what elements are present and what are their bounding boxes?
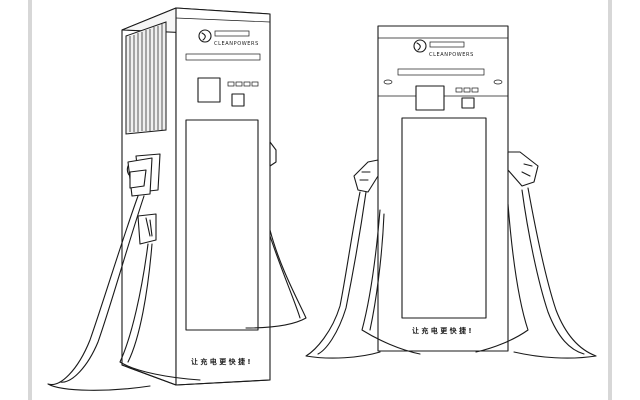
charger-front-slogan: 让充电更快捷! <box>412 326 474 335</box>
vent-grille <box>125 21 167 135</box>
charger-front-cables <box>305 187 597 359</box>
charger-front-small-screen <box>415 85 445 111</box>
charger-front-right-connector <box>507 151 539 187</box>
charger-front-left-connector <box>353 159 379 193</box>
charger-front-info-strip <box>397 68 485 76</box>
charger-angled-logo: CLEANPOWERS <box>198 29 259 47</box>
right-frame-border <box>608 0 612 400</box>
charger-angled-cables <box>47 195 307 391</box>
charger-angled-small-screen <box>197 77 221 103</box>
charger-angled-buttons <box>227 81 259 107</box>
charger-angled: CLEANPOWERS 让充电更快捷! <box>47 7 307 391</box>
charger-angled-logo-text: CLEANPOWERS <box>214 41 259 47</box>
charger-front-logo-text: CLEANPOWERS <box>429 52 474 58</box>
left-frame-border <box>28 0 32 400</box>
charger-angled-base <box>121 364 271 386</box>
charger-angled-slogan: 让充电更快捷! <box>191 357 253 366</box>
charger-front-logo: CLEANPOWERS <box>413 39 474 58</box>
charger-angled-connector <box>126 153 161 245</box>
charger-front-main-screen <box>401 117 487 319</box>
charger-angled-side-hook <box>269 141 277 167</box>
charger-angled-main-screen <box>185 119 259 331</box>
charger-front-buttons <box>455 87 479 109</box>
charger-angled-info-strip <box>185 53 261 61</box>
charger-front: CLEANPOWERS 让充电更快捷! <box>305 25 597 359</box>
